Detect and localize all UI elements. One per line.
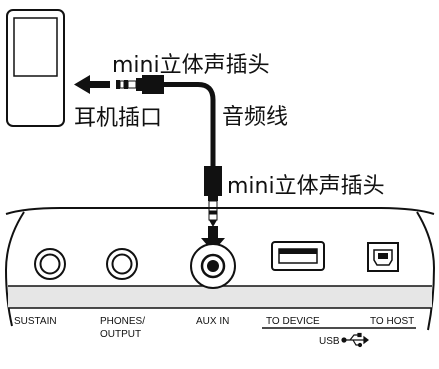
phones-output-jack <box>106 248 138 280</box>
rear-panel <box>4 207 436 331</box>
usb-to-device-port <box>271 241 325 271</box>
audio-cable <box>161 82 216 171</box>
mini-stereo-plug-top <box>116 75 164 94</box>
plug-bottom-label: mini立体声插头 <box>227 174 385 199</box>
sustain-label: SUSTAIN <box>14 316 57 327</box>
audio-cable-label: 音频线 <box>222 105 288 130</box>
sustain-jack <box>34 248 66 280</box>
left-arrow-icon <box>74 75 110 94</box>
usb-symbol-icon <box>341 332 369 348</box>
usb-to-host-port <box>367 242 399 272</box>
mini-stereo-plug-bottom <box>204 166 222 227</box>
plug-top-label: mini立体声插头 <box>112 53 270 78</box>
aux-in-jack <box>190 243 236 289</box>
to-host-label: TO HOST <box>370 316 414 327</box>
portable-audio-player-icon <box>6 9 65 127</box>
aux-in-label: AUX IN <box>196 316 229 327</box>
usb-label: USB <box>319 336 340 347</box>
to-device-label: TO DEVICE <box>266 316 320 327</box>
phones-label-line2: OUTPUT <box>100 329 141 340</box>
phones-label-line1: PHONES/ <box>100 316 145 327</box>
headphone-jack-label: 耳机插口 <box>74 106 162 131</box>
